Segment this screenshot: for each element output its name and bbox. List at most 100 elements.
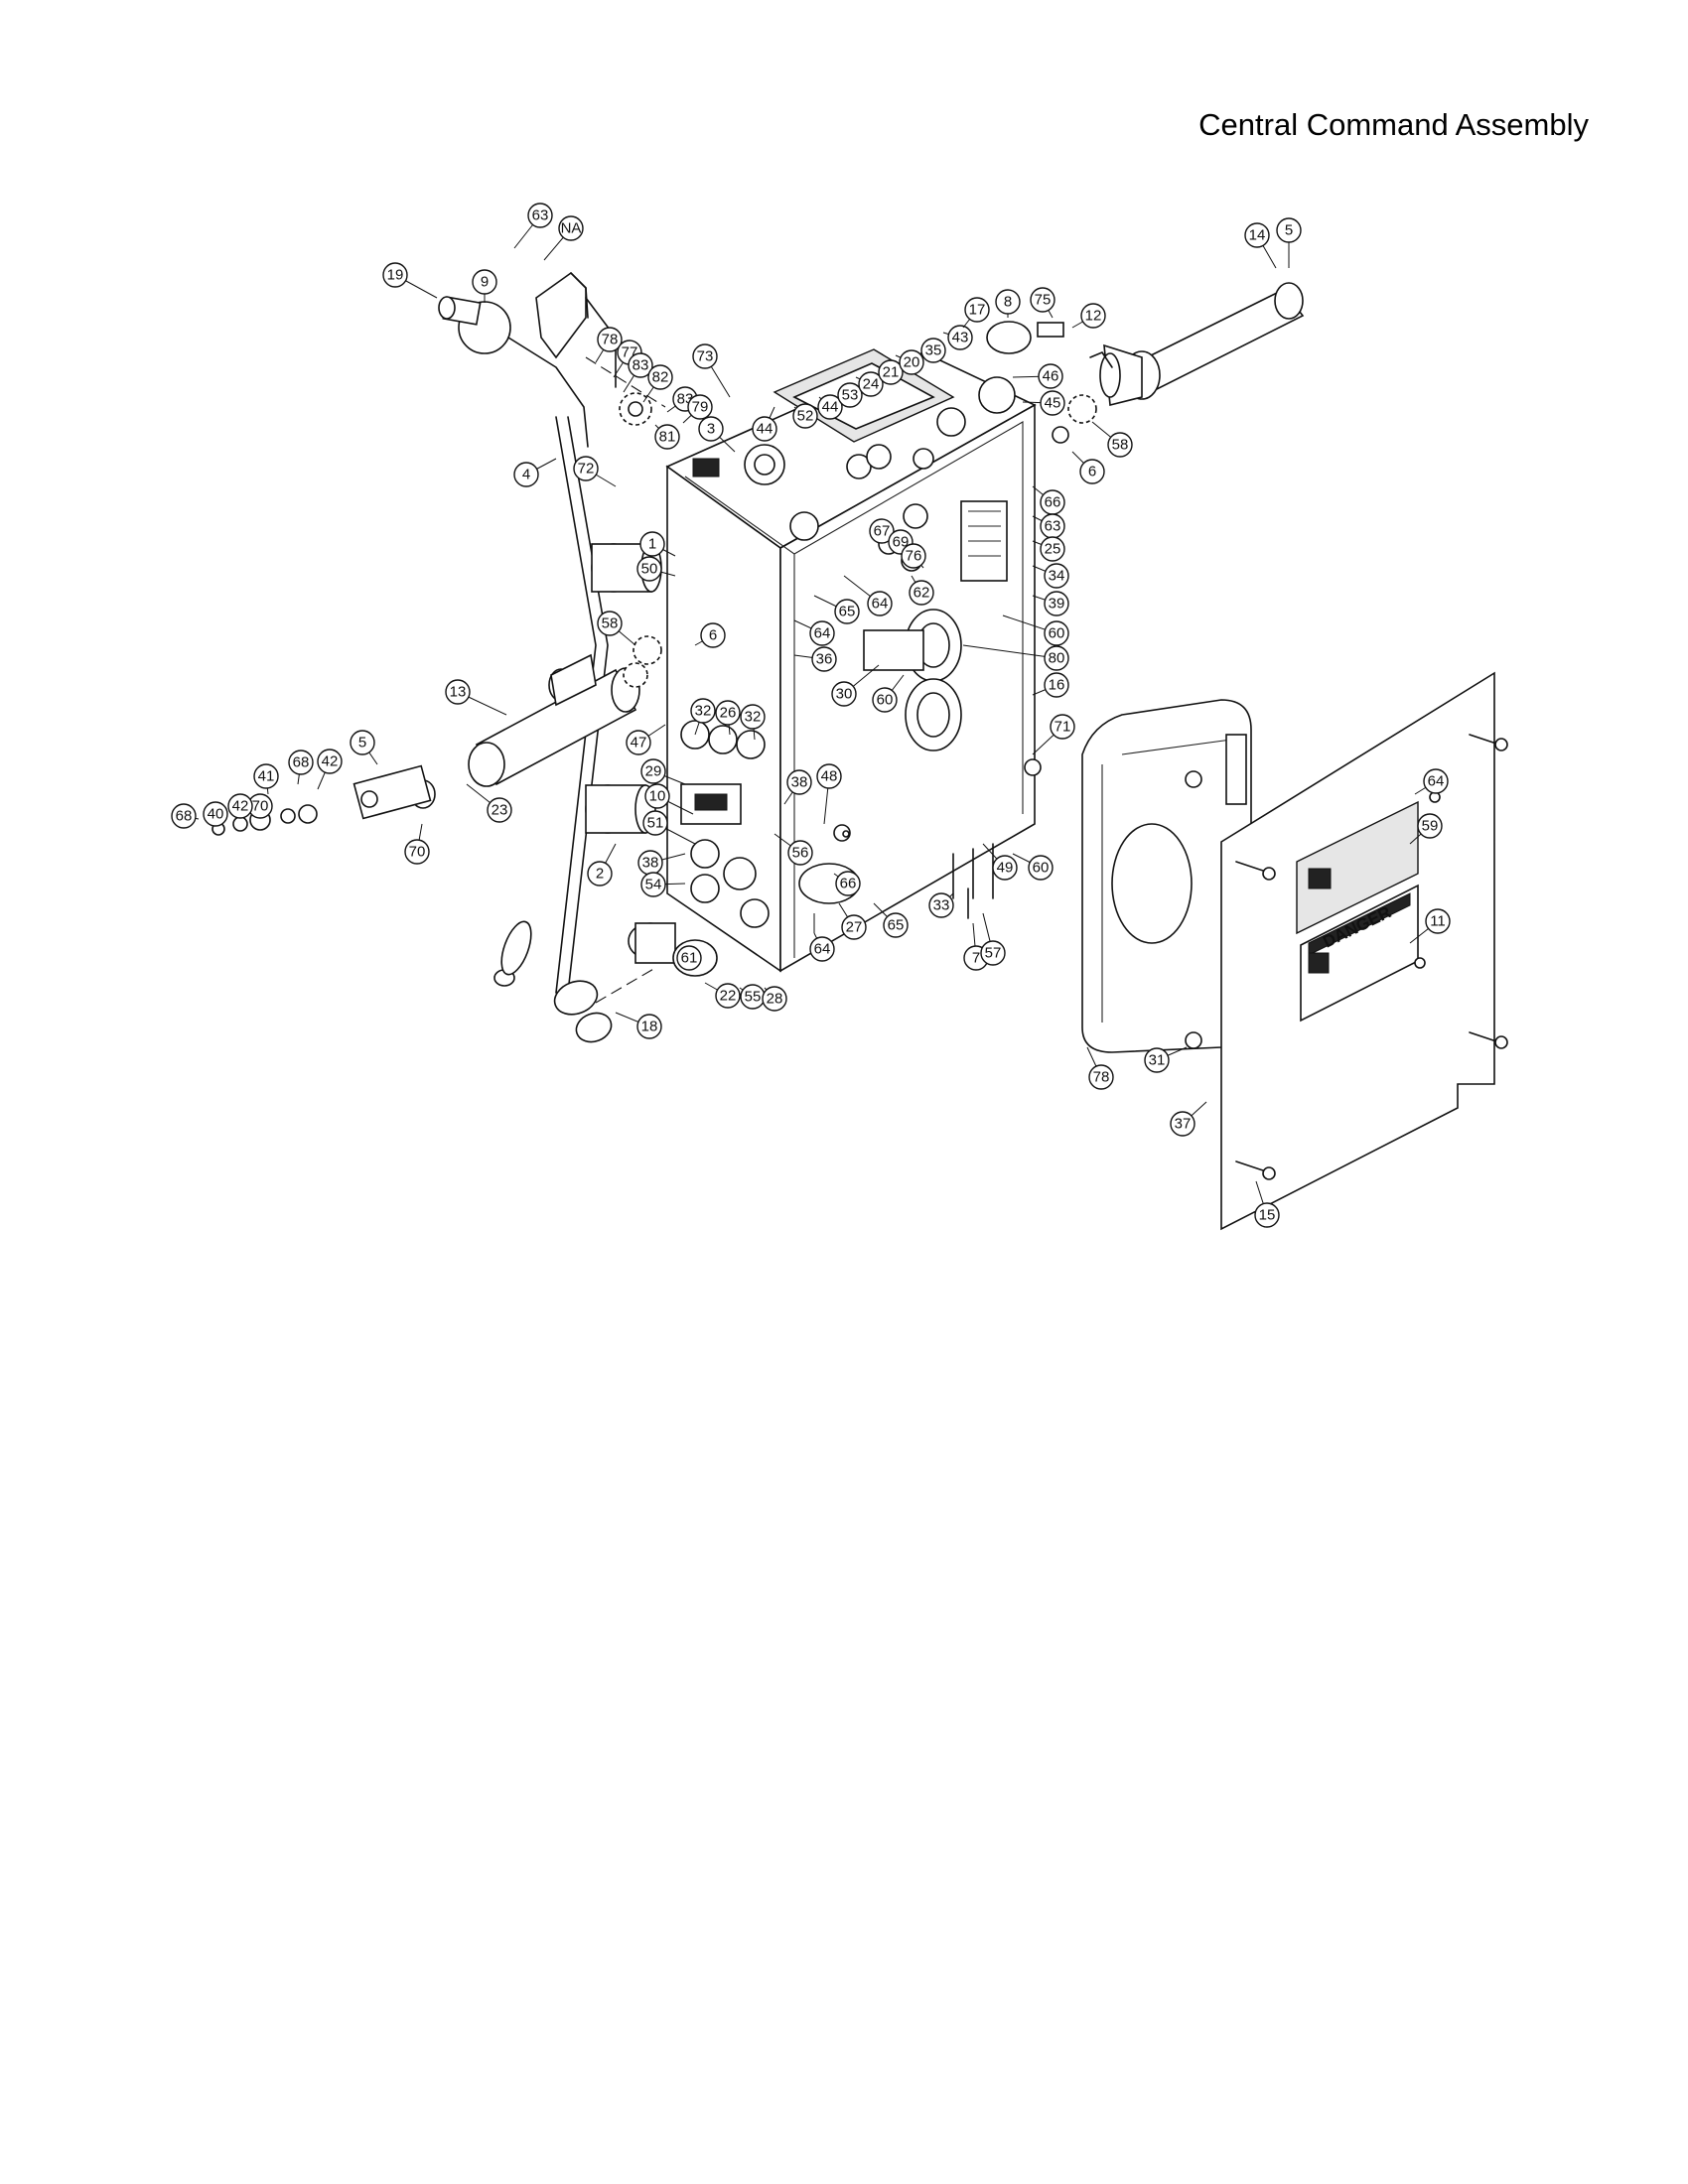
callout-balloon: 6: [700, 622, 726, 648]
callout-number: 55: [745, 989, 762, 1006]
callout-number: 62: [914, 585, 930, 602]
callout-circle: [597, 327, 623, 352]
callout-circle: [317, 749, 343, 774]
callout-circle: [980, 940, 1006, 966]
callout-number: 58: [602, 615, 619, 632]
callout-circle: [203, 801, 228, 827]
callout-circle: [513, 462, 539, 487]
callout-balloon: 19: [382, 262, 408, 288]
callout-number: 5: [1285, 222, 1293, 239]
right-handle-grip: [986, 282, 1305, 444]
callout-balloon: 60: [872, 687, 898, 713]
callout-balloon: 13: [445, 679, 471, 705]
callout-balloon: 82: [647, 364, 673, 390]
callout-balloon: 45: [1040, 390, 1065, 416]
callout-number: 20: [904, 354, 920, 371]
callout-balloon: 33: [928, 892, 954, 918]
callout-balloon: 20: [899, 349, 924, 375]
callout-circle: [1040, 536, 1065, 562]
callout-balloon: 54: [640, 872, 666, 897]
callout-number: 70: [409, 844, 426, 861]
callout-number: 6: [1088, 464, 1096, 480]
callout-balloon: 72: [573, 456, 599, 481]
callout-number: 64: [872, 596, 889, 613]
callout-number: 82: [652, 369, 669, 386]
callout-number: 68: [176, 808, 193, 825]
callout-circle: [809, 936, 835, 962]
callout-balloon: 47: [626, 730, 651, 755]
callout-number: 60: [1033, 860, 1050, 877]
callout-circle: [350, 730, 375, 755]
callout-balloon: 22: [715, 983, 741, 1009]
callout-circle: [786, 769, 812, 795]
callout-balloon: 44: [752, 416, 777, 442]
callout-balloon: 21: [878, 359, 904, 385]
callout-number: 48: [821, 768, 838, 785]
callout-number: 66: [1045, 494, 1061, 511]
callout-number: 5: [358, 735, 366, 751]
callout-balloon: 36: [811, 646, 837, 672]
callout-balloon: 32: [690, 698, 716, 724]
callout-circle: [1038, 363, 1063, 389]
callout-balloon: 52: [792, 403, 818, 429]
callout-number: 21: [883, 364, 900, 381]
callout-circle: [1079, 459, 1105, 484]
callout-balloon: 46: [1038, 363, 1063, 389]
callout-balloon: 64: [867, 591, 893, 616]
callout-number: 63: [1045, 518, 1061, 535]
callout-number: NA: [561, 220, 582, 237]
callout-number: 42: [322, 753, 339, 770]
callout-leader-line: [962, 644, 1057, 659]
callout-balloon: 31: [1144, 1047, 1170, 1073]
callout-circle: [472, 269, 497, 295]
callout-circle: [1107, 432, 1133, 458]
callout-number: 54: [645, 877, 662, 893]
callout-number: 28: [767, 991, 783, 1008]
callout-circle: [698, 416, 724, 442]
callout-circle: [792, 403, 818, 429]
callout-number: 14: [1249, 227, 1266, 244]
callout-number: 44: [822, 399, 839, 416]
callout-circle: [1244, 222, 1270, 248]
callout-number: 39: [1049, 596, 1065, 613]
callout-circle: [869, 518, 895, 544]
callout-circle: [841, 914, 867, 940]
callout-circle: [639, 531, 665, 557]
callout-balloon: 42: [317, 749, 343, 774]
callout-circle: [1050, 714, 1075, 740]
callout-circle: [834, 599, 860, 624]
callout-number: 15: [1259, 1207, 1276, 1224]
callout-circle: [858, 371, 884, 397]
callout-circle: [1080, 303, 1106, 329]
callout-number: 47: [631, 735, 647, 751]
callout-circle: [740, 704, 766, 730]
callout-balloon: 40: [203, 801, 228, 827]
callout-circle: [899, 349, 924, 375]
callout-circle: [811, 646, 837, 672]
callout-balloon: 5: [350, 730, 375, 755]
callout-number: 43: [952, 330, 969, 346]
callout-circle: [752, 416, 777, 442]
callout-balloon: 65: [834, 599, 860, 624]
callout-number: 32: [745, 709, 762, 726]
callout-number: 73: [697, 348, 714, 365]
callout-number: 69: [893, 534, 910, 551]
callout-balloon: 15: [1254, 1202, 1280, 1228]
callout-balloon: 29: [640, 758, 666, 784]
mounting-screws: [833, 758, 1042, 919]
callout-number: 10: [649, 788, 666, 805]
callout-circle: [687, 394, 713, 420]
callout-circle: [647, 364, 673, 390]
callout-number: 37: [1175, 1116, 1192, 1133]
rear-cover-plate: DANGER: [1220, 671, 1508, 1231]
callout-balloon: 48: [816, 763, 842, 789]
callout-circle: [901, 543, 926, 569]
callout-circle: [762, 986, 787, 1012]
callout-number: 78: [602, 332, 619, 348]
callout-balloon: 73: [692, 343, 718, 369]
callout-balloon: 43: [947, 325, 973, 350]
callout-balloon: 78: [1088, 1064, 1114, 1090]
callout-balloon: 50: [636, 556, 662, 582]
callout-number: 49: [997, 860, 1014, 877]
callout-circle: [626, 730, 651, 755]
